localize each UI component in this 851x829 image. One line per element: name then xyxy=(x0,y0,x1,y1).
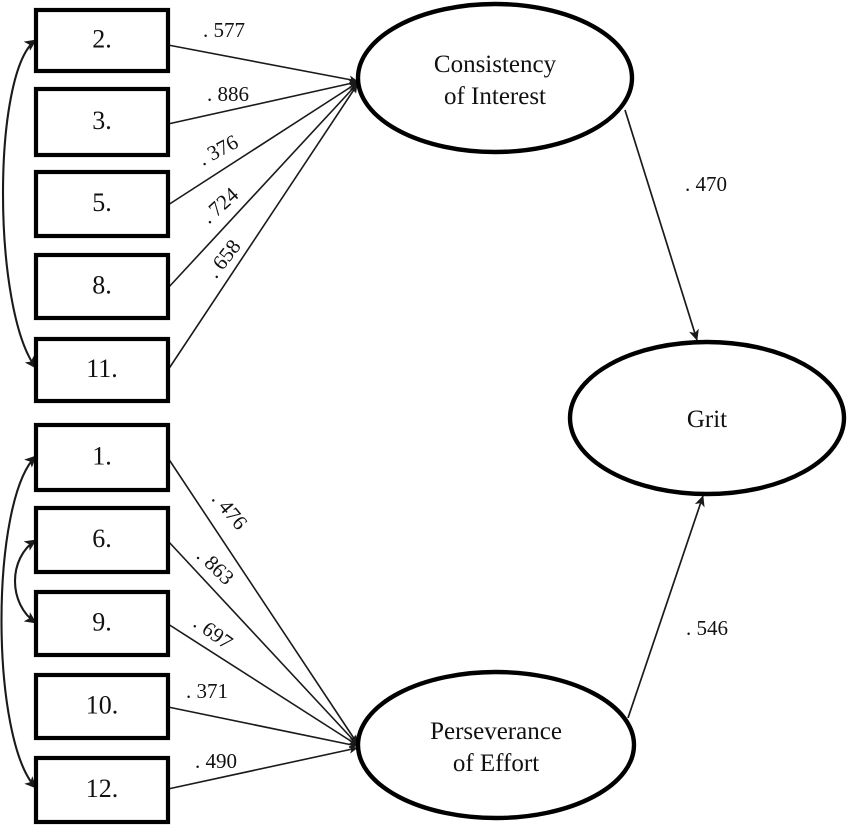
loading-path-item10-to-perseverance xyxy=(167,706,358,749)
indicator-box-rect xyxy=(33,252,171,321)
loading-path-item3-to-consistency xyxy=(167,79,358,125)
indicator-box-group: 2. 3. 5. 8. 11. 1. 6. 9. 10. 12. xyxy=(33,7,171,825)
latent-ellipse xyxy=(567,339,847,497)
latent-label-line2: of Effort xyxy=(453,750,539,777)
indicator-box-item11[interactable]: 11. xyxy=(33,336,171,404)
loading-coefficient-item2: . 577 xyxy=(203,18,245,42)
indicator-label: 9. xyxy=(92,607,112,636)
indicator-label: 2. xyxy=(92,24,112,53)
correlation-curve-item1-item12 xyxy=(0,455,37,789)
indicator-box-item3[interactable]: 3. xyxy=(33,86,171,158)
structural-coefficient-perseverance-grit: . 546 xyxy=(686,616,728,640)
latent-label: Consistency xyxy=(434,51,557,78)
latent-consistency[interactable]: Consistency of Interest xyxy=(355,1,635,155)
structural-path-line-group xyxy=(624,109,705,719)
indicator-box-rect xyxy=(33,336,171,404)
latent-perseverance[interactable]: Perseverance of Effort xyxy=(355,669,637,821)
loading-coefficient-item12: . 490 xyxy=(195,749,237,773)
loading-path-item1-to-perseverance xyxy=(167,457,358,744)
latent-label: Grit xyxy=(687,406,727,433)
correlation-curve-group xyxy=(0,39,37,789)
loading-path-item11-to-consistency xyxy=(167,84,358,371)
indicator-box-item9[interactable]: 9. xyxy=(33,589,171,658)
indicator-box-rect xyxy=(33,672,171,741)
indicator-box-rect xyxy=(33,589,171,658)
loading-path-item5-to-consistency xyxy=(167,82,358,206)
latent-label-line2: of Interest xyxy=(444,83,546,110)
latent-ellipse xyxy=(355,669,637,821)
indicator-label: 8. xyxy=(92,270,112,299)
latent-grit[interactable]: Grit xyxy=(567,339,847,497)
indicator-box-rect xyxy=(33,422,171,493)
indicator-box-rect xyxy=(33,755,171,825)
indicator-box-item5[interactable]: 5. xyxy=(33,169,171,239)
indicator-box-rect xyxy=(33,7,171,74)
indicator-label: 5. xyxy=(92,188,112,217)
loading-coefficient-item3: . 886 xyxy=(207,82,249,106)
structural-path-perseverance-to-grit xyxy=(627,495,705,719)
correlation-curve-item2-item11 xyxy=(1,39,37,369)
loading-coefficient-item10: . 371 xyxy=(186,679,228,703)
loading-coefficient-item9: . 697 xyxy=(189,610,237,654)
indicator-box-rect xyxy=(33,86,171,158)
loading-path-item6-to-perseverance xyxy=(167,540,358,745)
indicator-box-rect xyxy=(33,505,171,575)
loading-coefficient-item11: . 658 xyxy=(201,235,246,283)
loading-coefficient-item6: . 863 xyxy=(192,543,239,589)
loading-path-item8-to-consistency xyxy=(167,83,358,289)
loading-path-item2-to-consistency xyxy=(167,44,358,84)
indicator-box-item2[interactable]: 2. xyxy=(33,7,171,74)
loading-coefficient-item5: . 376 xyxy=(194,130,242,171)
loading-path-item12-to-perseverance xyxy=(167,745,358,790)
indicator-box-item10[interactable]: 10. xyxy=(33,672,171,741)
latent-ellipse xyxy=(355,1,635,155)
indicator-box-item12[interactable]: 12. xyxy=(33,755,171,825)
indicator-label: 1. xyxy=(92,441,112,470)
indicator-box-item1[interactable]: 1. xyxy=(33,422,171,493)
indicator-label: 6. xyxy=(92,524,112,553)
loading-path-item9-to-perseverance xyxy=(167,623,358,746)
indicator-label: 11. xyxy=(86,354,118,383)
correlation-curve-item6-item9 xyxy=(14,539,37,624)
indicator-label: 10. xyxy=(86,690,119,719)
indicator-label: 12. xyxy=(86,774,119,803)
indicator-box-rect xyxy=(33,169,171,239)
latent-label: Perseverance xyxy=(430,718,562,745)
structural-path-consistency-to-grit xyxy=(624,109,699,341)
indicator-label: 3. xyxy=(92,106,112,135)
indicator-box-item8[interactable]: 8. xyxy=(33,252,171,321)
factor-loading-line-group xyxy=(167,44,358,790)
indicator-box-item6[interactable]: 6. xyxy=(33,505,171,575)
loading-coefficient-item8: . 724 xyxy=(196,182,244,228)
structural-coefficient-consistency-grit: . 470 xyxy=(685,172,727,196)
